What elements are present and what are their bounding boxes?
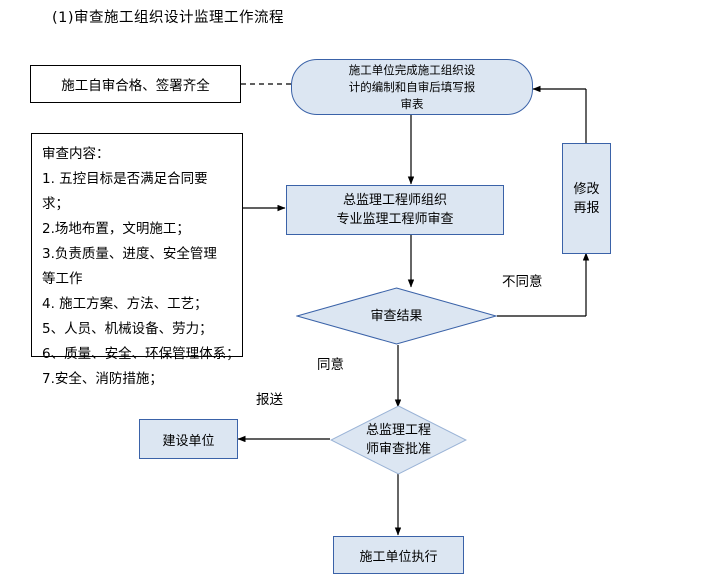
review-content-item-5: 等工作 (42, 271, 83, 287)
node-self-check-label: 施工自审合格、签署齐全 (61, 78, 210, 94)
node-self-check[interactable]: 施工自审合格、签署齐全 (30, 65, 241, 103)
review-content-heading: 审查内容： (42, 146, 110, 162)
review-content-item-9: 7.安全、消防措施； (42, 371, 163, 387)
edge-label-submit: 报送 (256, 392, 283, 408)
node-chief-review-line-2: 专业监理工程师审查 (336, 212, 454, 227)
node-start-line-3: 审表 (400, 96, 424, 111)
node-chief-review[interactable]: 总监理工程师组织 专业监理工程师审查 (286, 185, 504, 235)
result-diamond-shape (295, 287, 498, 345)
review-content-item-6: 4. 施工方案、方法、工艺； (42, 296, 208, 312)
node-chief-review-line-1: 总监理工程师组织 (342, 193, 447, 208)
node-revise-lines: 修改 再报 (573, 180, 599, 218)
review-content-item-8: 6、质量、安全、环保管理体系； (42, 346, 240, 362)
node-approve-text: 总监理工程 师审查批准 (330, 405, 467, 475)
node-result-line-1: 审查结果 (370, 308, 423, 324)
node-start-lines: 施工单位完成施工组织设 计的编制和自审后填写报 审表 (349, 62, 476, 113)
node-execute-label: 施工单位执行 (359, 549, 438, 565)
review-content-item-1: 1. 五控目标是否满足合同要 (42, 171, 208, 187)
node-review-content[interactable]: 审查内容： 1. 五控目标是否满足合同要 求； 2.场地布置，文明施工； 3.负… (31, 133, 243, 387)
edge-label-disagree: 不同意 (502, 274, 543, 290)
node-revise[interactable]: 修改 再报 (562, 143, 611, 254)
approve-diamond-shape (329, 405, 468, 475)
review-content-item-2: 求； (42, 196, 69, 212)
review-content-item-4: 3.负责质量、进度、安全管理 (42, 246, 217, 262)
review-content-item-7: 5、人员、机械设备、劳力； (42, 321, 213, 337)
node-revise-line-1: 修改 (573, 181, 600, 197)
node-start-line-1: 施工单位完成施工组织设 (348, 62, 476, 77)
edge-label-agree: 同意 (317, 357, 344, 373)
node-approve-line-1: 总监理工程 (365, 423, 431, 438)
node-chief-review-lines: 总监理工程师组织 专业监理工程师审查 (336, 191, 453, 229)
node-execute[interactable]: 施工单位执行 (333, 536, 464, 574)
node-start[interactable]: 施工单位完成施工组织设 计的编制和自审后填写报 审表 (291, 59, 533, 115)
page-title: (1)审查施工组织设计监理工作流程 (52, 10, 285, 26)
node-revise-line-2: 再报 (573, 200, 600, 216)
node-start-line-2: 计的编制和自审后填写报 (348, 79, 476, 94)
node-result-text: 审查结果 (296, 287, 497, 345)
node-approve-diamond[interactable]: 总监理工程 师审查批准 (329, 405, 468, 475)
node-owner[interactable]: 建设单位 (139, 419, 238, 459)
node-result-diamond[interactable]: 审查结果 (295, 287, 498, 345)
node-approve-line-2: 师审查批准 (365, 442, 431, 457)
review-content-item-3: 2.场地布置，文明施工； (42, 221, 190, 237)
node-owner-label: 建设单位 (162, 433, 215, 449)
